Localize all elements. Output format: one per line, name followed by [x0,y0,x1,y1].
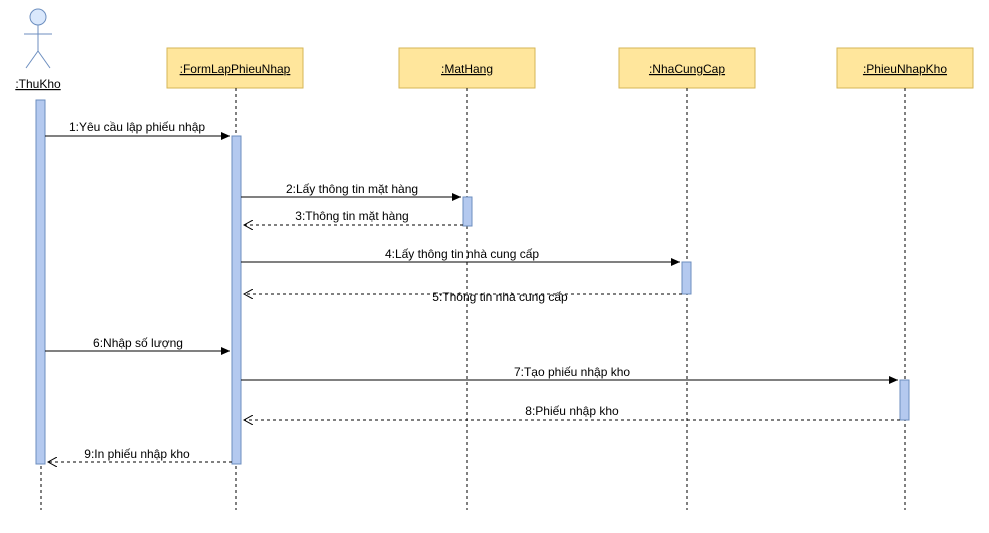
lifeline-box [166,47,304,89]
message-label: 3:Thông tin mặt hàng [295,209,408,223]
message-1[interactable]: 1:Yêu cầu lập phiếu nhập [45,120,230,140]
message-8[interactable]: 8:Phiếu nhập kho [244,404,900,420]
message-9[interactable]: 9:In phiếu nhập kho [48,447,232,462]
lifeline-label: :NhaCungCap [649,62,725,76]
message-label: 7:Tạo phiếu nhập kho [514,365,630,379]
lifeline-box [398,47,536,89]
lifeline-label: :MatHang [441,62,493,76]
lifeline-phieunhapkho[interactable]: :PhieuNhapKho [836,47,974,89]
nhacungcap-activation [681,261,692,295]
message-6[interactable]: 6:Nhập số lượng [45,336,230,355]
message-4[interactable]: 4:Lấy thông tin nhà cung cấp [241,247,680,266]
message-7[interactable]: 7:Tạo phiếu nhập kho [241,365,898,384]
message-label: 6:Nhập số lượng [93,336,183,350]
lifeline-box [618,47,756,89]
message-label: 1:Yêu cầu lập phiếu nhập [69,120,205,134]
message-label: 2:Lấy thông tin mặt hàng [286,182,418,196]
actor-activation [35,99,46,465]
actor-thukho[interactable]: :ThuKho [15,8,61,91]
actor-right-leg [37,50,51,69]
actor-left-leg [25,50,39,69]
lifeline-label: :PhieuNhapKho [863,62,947,76]
message-label: 4:Lấy thông tin nhà cung cấp [385,247,539,261]
form-activation [231,135,242,465]
lifeline-box [836,47,974,89]
actor-head-icon [29,8,47,26]
message-label: 5:Thông tin nhà cung cấp [432,290,568,304]
mathang-activation [462,196,473,227]
message-3[interactable]: 3:Thông tin mặt hàng [244,209,463,225]
phieunhapkho-activation [899,379,910,421]
lifeline-nhacungcap[interactable]: :NhaCungCap [618,47,756,89]
lifeline-form[interactable]: :FormLapPhieuNhap [166,47,304,89]
message-label: 9:In phiếu nhập kho [84,447,190,461]
actor-label: :ThuKho [15,77,61,91]
lifeline-mathang[interactable]: :MatHang [398,47,536,89]
message-2[interactable]: 2:Lấy thông tin mặt hàng [241,182,461,201]
lifeline-label: :FormLapPhieuNhap [180,62,291,76]
message-5[interactable]: 5:Thông tin nhà cung cấp [244,290,682,304]
message-label: 8:Phiếu nhập kho [525,404,619,418]
